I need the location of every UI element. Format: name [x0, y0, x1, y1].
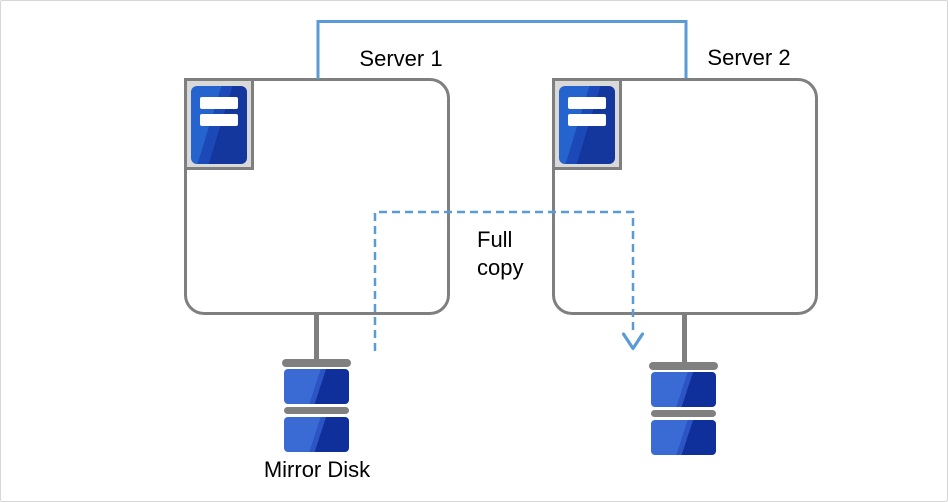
- server2-label: Server 2: [707, 45, 791, 70]
- server1-label: Server 1: [359, 46, 443, 71]
- server-slot-icon: [568, 97, 606, 109]
- disk-cap: [649, 362, 718, 370]
- mirror-disk-label: Mirror Disk: [263, 457, 371, 482]
- server1-icon: [184, 78, 254, 170]
- disk-cap: [282, 359, 351, 367]
- disk-divider: [651, 410, 716, 417]
- server-slot-icon: [568, 114, 606, 126]
- server-slot-icon: [200, 114, 238, 126]
- disk-platter: [651, 372, 716, 407]
- disk-platter: [284, 369, 349, 404]
- server1-disk-cable: [314, 313, 319, 363]
- disk-platter: [284, 417, 349, 452]
- server-tower-icon: [191, 86, 247, 164]
- disk-platter: [651, 420, 716, 455]
- mirror-disk1-icon: [282, 359, 351, 452]
- full-copy-label: Full copy: [477, 227, 524, 280]
- server2-icon: [552, 78, 622, 170]
- server-tower-icon: [559, 86, 615, 164]
- server-slot-icon: [200, 97, 238, 109]
- arrowhead-icon: [621, 332, 645, 351]
- mirror-disk2-icon: [649, 362, 718, 455]
- disk-divider: [284, 407, 349, 414]
- server2-disk-cable: [682, 313, 687, 366]
